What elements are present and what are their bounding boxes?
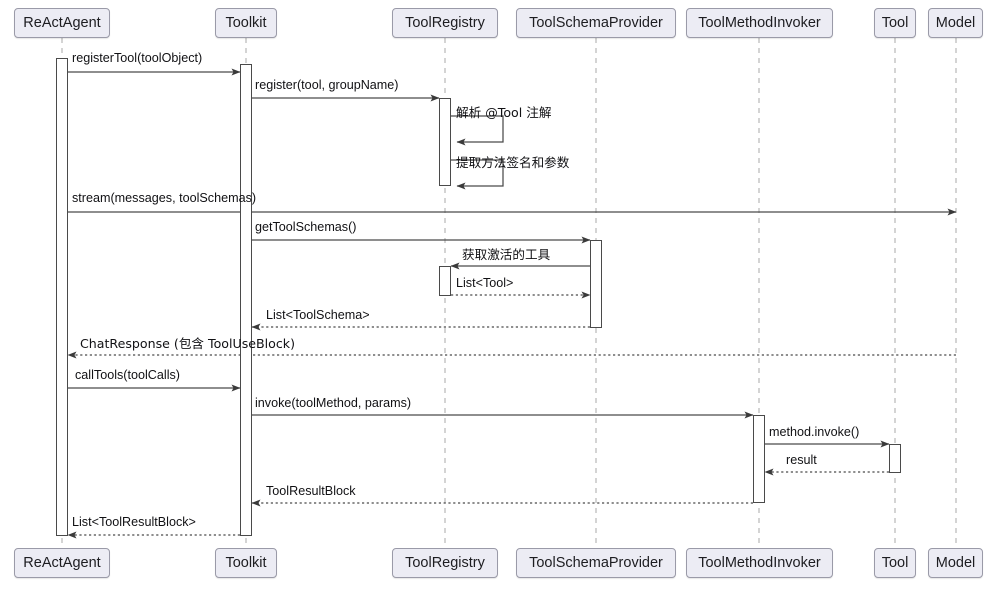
message-label-m12: invoke(toolMethod, params) bbox=[255, 396, 412, 410]
message-label-m5: stream(messages, toolSchemas) bbox=[72, 191, 257, 205]
participant-label: Model bbox=[935, 555, 976, 571]
participant-label: ToolSchemaProvider bbox=[529, 15, 663, 31]
message-label-m8: List<Tool> bbox=[456, 276, 514, 290]
message-label-m4: 提取方法签名和参数 bbox=[456, 155, 570, 170]
participant-footer-toolregistry[interactable]: ToolRegistry bbox=[392, 548, 498, 578]
participant-footer-reactagent[interactable]: ReActAgent bbox=[14, 548, 110, 578]
participant-footer-toolschemaprovider[interactable]: ToolSchemaProvider bbox=[516, 548, 676, 578]
participant-label: ToolMethodInvoker bbox=[698, 15, 821, 31]
participant-label: Toolkit bbox=[225, 555, 267, 571]
message-label-m3: 解析 @Tool 注解 bbox=[456, 105, 552, 120]
participant-header-tool[interactable]: Tool bbox=[874, 8, 916, 38]
participant-label: ReActAgent bbox=[23, 15, 101, 31]
self-message-m4 bbox=[451, 159, 504, 190]
message-label-m2: register(tool, groupName) bbox=[255, 78, 399, 92]
message-label-m11: callTools(toolCalls) bbox=[75, 368, 180, 382]
message-label-m9: List<ToolSchema> bbox=[266, 308, 370, 322]
message-label-m16: List<ToolResultBlock> bbox=[72, 515, 196, 529]
participant-label: Tool bbox=[881, 15, 909, 31]
participant-header-model[interactable]: Model bbox=[928, 8, 983, 38]
participant-footer-tool[interactable]: Tool bbox=[874, 548, 916, 578]
participant-label: Toolkit bbox=[225, 15, 267, 31]
participant-label: Model bbox=[935, 15, 976, 31]
message-label-m13: method.invoke() bbox=[769, 425, 860, 439]
activation-bar-toolregistry bbox=[439, 98, 451, 186]
message-label-m7: 获取激活的工具 bbox=[462, 247, 551, 262]
activation-bar-toolregistry bbox=[439, 266, 451, 296]
messages-group bbox=[67, 68, 957, 539]
participant-header-reactagent[interactable]: ReActAgent bbox=[14, 8, 110, 38]
participant-header-toolkit[interactable]: Toolkit bbox=[215, 8, 277, 38]
message-label-m14: result bbox=[786, 453, 817, 467]
self-message-m3 bbox=[451, 115, 504, 146]
participant-footer-model[interactable]: Model bbox=[928, 548, 983, 578]
message-label-m15: ToolResultBlock bbox=[266, 484, 356, 498]
participant-label: ToolRegistry bbox=[405, 15, 485, 31]
participant-footer-toolkit[interactable]: Toolkit bbox=[215, 548, 277, 578]
participant-header-toolschemaprovider[interactable]: ToolSchemaProvider bbox=[516, 8, 676, 38]
participant-header-toolmethodinvoker[interactable]: ToolMethodInvoker bbox=[686, 8, 833, 38]
participant-label: ToolMethodInvoker bbox=[698, 555, 821, 571]
activation-bar-reactagent bbox=[56, 58, 68, 536]
activation-bar-tool bbox=[889, 444, 901, 473]
message-label-m1: registerTool(toolObject) bbox=[72, 51, 203, 65]
activation-bar-toolkit bbox=[240, 64, 252, 536]
participant-label: ReActAgent bbox=[23, 555, 101, 571]
participant-header-toolregistry[interactable]: ToolRegistry bbox=[392, 8, 498, 38]
participant-label: ToolSchemaProvider bbox=[529, 555, 663, 571]
participant-label: ToolRegistry bbox=[405, 555, 485, 571]
message-label-m10: ChatResponse (包含 ToolUseBlock) bbox=[80, 336, 295, 351]
activation-bar-toolmethodinvoker bbox=[753, 415, 765, 503]
participant-footer-toolmethodinvoker[interactable]: ToolMethodInvoker bbox=[686, 548, 833, 578]
participant-label: Tool bbox=[881, 555, 909, 571]
message-label-m6: getToolSchemas() bbox=[255, 220, 357, 234]
activation-bar-toolschemaprovider bbox=[590, 240, 602, 328]
